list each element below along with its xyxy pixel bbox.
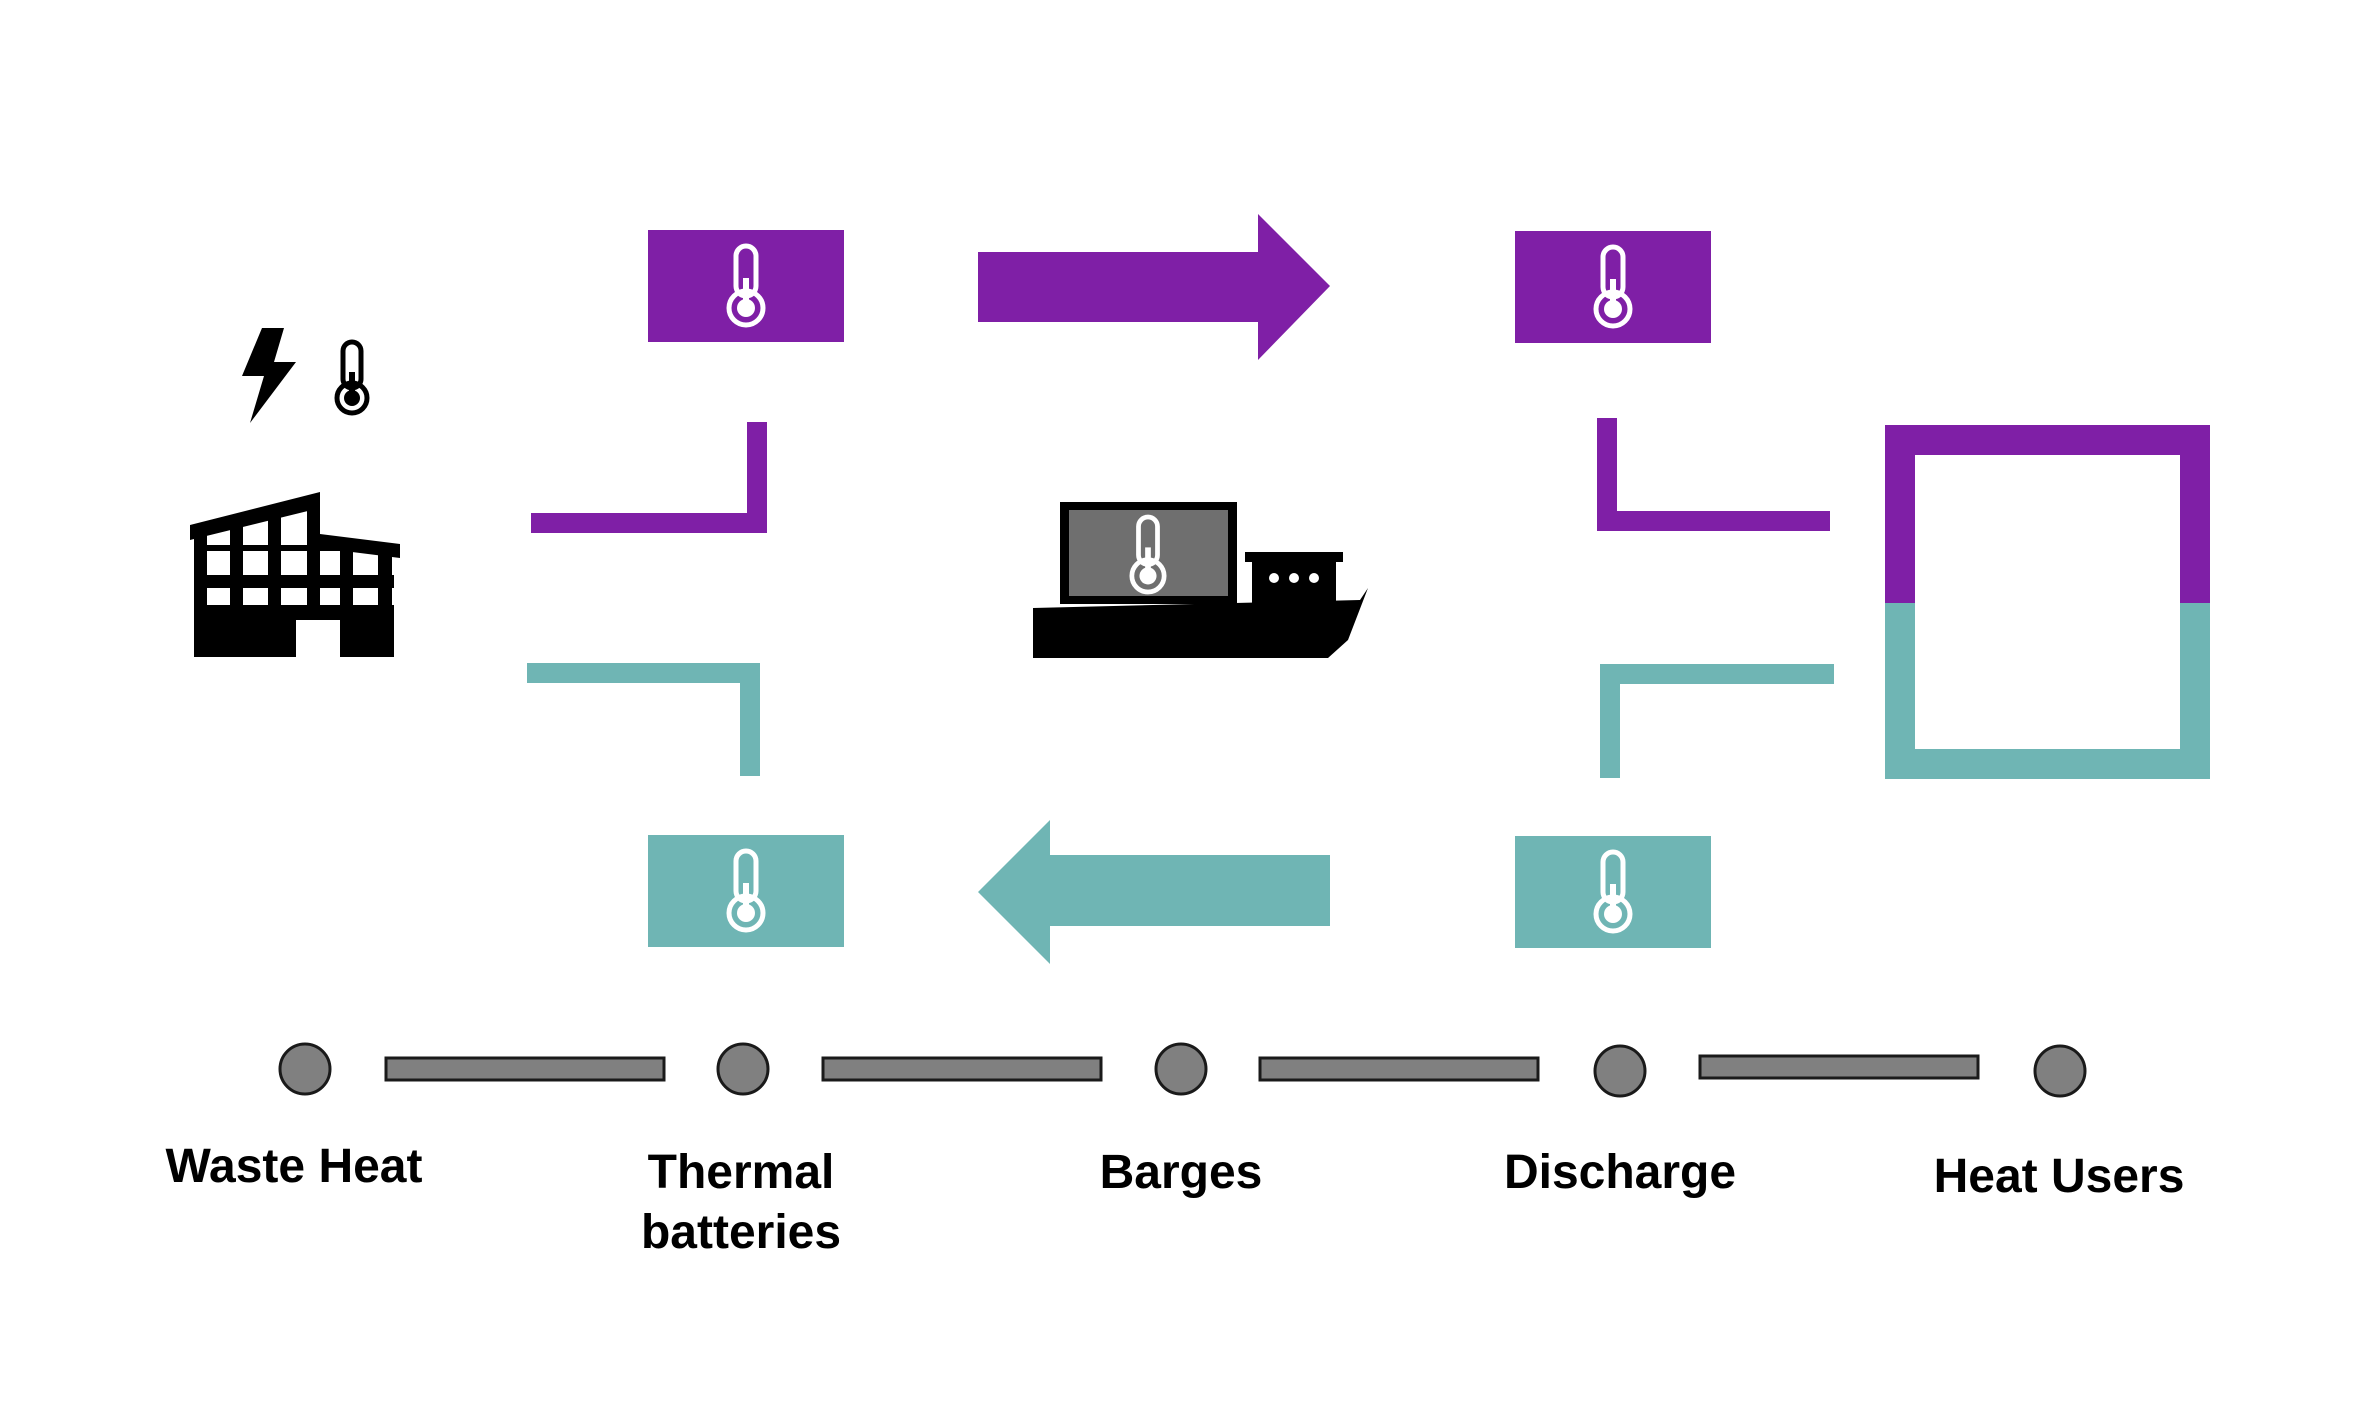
stage-label-line: Thermal — [647, 1146, 835, 1199]
lightning-icon — [242, 328, 296, 423]
cold-battery-discharge — [1515, 836, 1711, 948]
hot-battery-charging — [648, 230, 844, 342]
stage-label-waste-heat: Waste Heat — [94, 1137, 494, 1197]
thermometer-icon — [334, 339, 370, 416]
heat-users-loop-supply — [1885, 425, 2210, 605]
stage-label-line: Waste Heat — [165, 1140, 423, 1193]
waste-heat-icons — [190, 328, 400, 657]
timeline-bar — [1258, 1056, 1540, 1082]
cold-battery-charging — [648, 835, 844, 947]
stage-label-line: Discharge — [1503, 1146, 1737, 1199]
cold-arrow-icon — [978, 820, 1330, 964]
timeline-node-barges — [1154, 1042, 1208, 1096]
stage-label-discharge: Discharge — [1420, 1143, 1820, 1203]
timeline-node-discharge — [1593, 1044, 1647, 1098]
hot-battery-discharge — [1515, 231, 1711, 343]
factory-icon — [190, 492, 400, 657]
timeline-node-heat-users — [2033, 1044, 2087, 1098]
stage-label-thermal-batteries: Thermal batteries — [541, 1143, 941, 1263]
cold-connector-discharge — [1600, 664, 1834, 778]
barge-icon — [1033, 502, 1368, 658]
hot-arrow-icon — [978, 214, 1330, 360]
timeline — [278, 1042, 2087, 1098]
timeline-bar — [384, 1056, 666, 1082]
timeline-node-waste-heat — [278, 1042, 332, 1096]
timeline-node-thermal-batteries — [716, 1042, 770, 1096]
cold-connector-return — [527, 663, 760, 776]
stage-label-barges: Barges — [981, 1143, 1381, 1203]
timeline-bar — [821, 1056, 1103, 1082]
heat-users-loop-return — [1885, 603, 2210, 779]
stage-label-line: Heat Users — [1933, 1150, 2185, 1203]
stage-label-heat-users: Heat Users — [1859, 1147, 2259, 1207]
hot-connector-discharge — [1597, 418, 1830, 531]
timeline-bar — [1698, 1054, 1980, 1080]
hot-connector-charge — [531, 422, 767, 533]
stage-label-line: batteries — [640, 1206, 842, 1259]
stage-label-line: Barges — [1099, 1146, 1263, 1199]
